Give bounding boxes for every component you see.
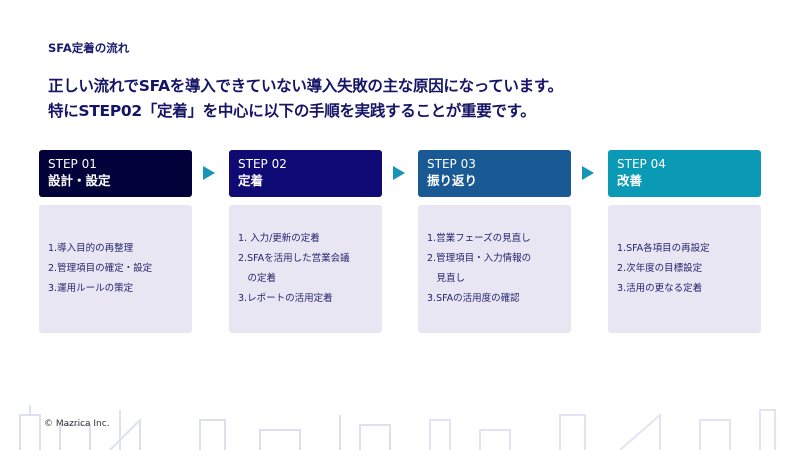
step-body-1: 1.導入目的の再整理 2.管理項目の確定・設定 3.運用ルールの策定 — [39, 205, 192, 333]
step-body-2: 1. 入力/更新の定着 2.SFAを活用した営業会議 の定着 3.レポートの活用定着 — [229, 205, 382, 333]
step-header-1: STEP 01 設計・設定 — [39, 150, 192, 197]
step-item: 1.導入目的の再整理 — [48, 243, 134, 254]
step-item: 2.SFAを活用した営業会議 — [238, 253, 350, 264]
step-body-3: 1.営業フェーズの見直し 2.管理項目・入力情報の 見直し 3.SFAの活用度の確認 — [418, 205, 571, 333]
step-item: 3.SFAの活用度の確認 — [427, 293, 520, 304]
playground-illustration — [19, 405, 776, 450]
step-item: 2.管理項目・入力情報の — [427, 253, 532, 264]
step-item: 1.営業フェーズの見直し — [427, 233, 531, 244]
arrow-right-icon — [582, 166, 594, 180]
step-header-4: STEP 04 改善 — [608, 150, 761, 197]
step-name: 振り返り — [427, 173, 478, 188]
step-header-3: STEP 03 振り返り — [418, 150, 571, 197]
step-item: の定着 — [238, 273, 277, 284]
step-number: STEP 03 — [427, 157, 476, 171]
step-body-4: 1.SFA各項目の再設定 2.次年度の目標設定 3.活用の更なる定着 — [608, 205, 761, 333]
step-name: 改善 — [617, 173, 643, 188]
arrow-right-icon — [393, 166, 405, 180]
step-item: 2.管理項目の確定・設定 — [48, 263, 153, 274]
slide-kicker: SFA定着の流れ — [48, 41, 130, 55]
step-name: 定着 — [238, 173, 264, 188]
step-number: STEP 01 — [48, 157, 97, 171]
step-number: STEP 04 — [617, 157, 666, 171]
step-item: 見直し — [427, 273, 466, 284]
step-item: 3.運用ルールの策定 — [48, 283, 134, 294]
step-item: 1. 入力/更新の定着 — [238, 233, 320, 244]
copyright: © Mazrica Inc. — [44, 419, 110, 429]
step-item: 3.レポートの活用定着 — [238, 293, 333, 304]
step-name: 設計・設定 — [48, 173, 111, 188]
slide-headline: 正しい流れでSFAを導入できていない導入失敗の主な原因になっています。 特にST… — [48, 74, 563, 124]
headline-line-1: 正しい流れでSFAを導入できていない導入失敗の主な原因になっています。 — [48, 77, 563, 95]
step-item: 1.SFA各項目の再設定 — [617, 243, 710, 254]
headline-line-2: 特にSTEP02「定着」を中心に以下の手順を実践することが重要です。 — [48, 102, 536, 120]
step-number: STEP 02 — [238, 157, 287, 171]
step-item: 2.次年度の目標設定 — [617, 263, 703, 274]
step-header-2: STEP 02 定着 — [229, 150, 382, 197]
step-item: 3.活用の更なる定着 — [617, 283, 703, 294]
arrow-right-icon — [203, 166, 215, 180]
